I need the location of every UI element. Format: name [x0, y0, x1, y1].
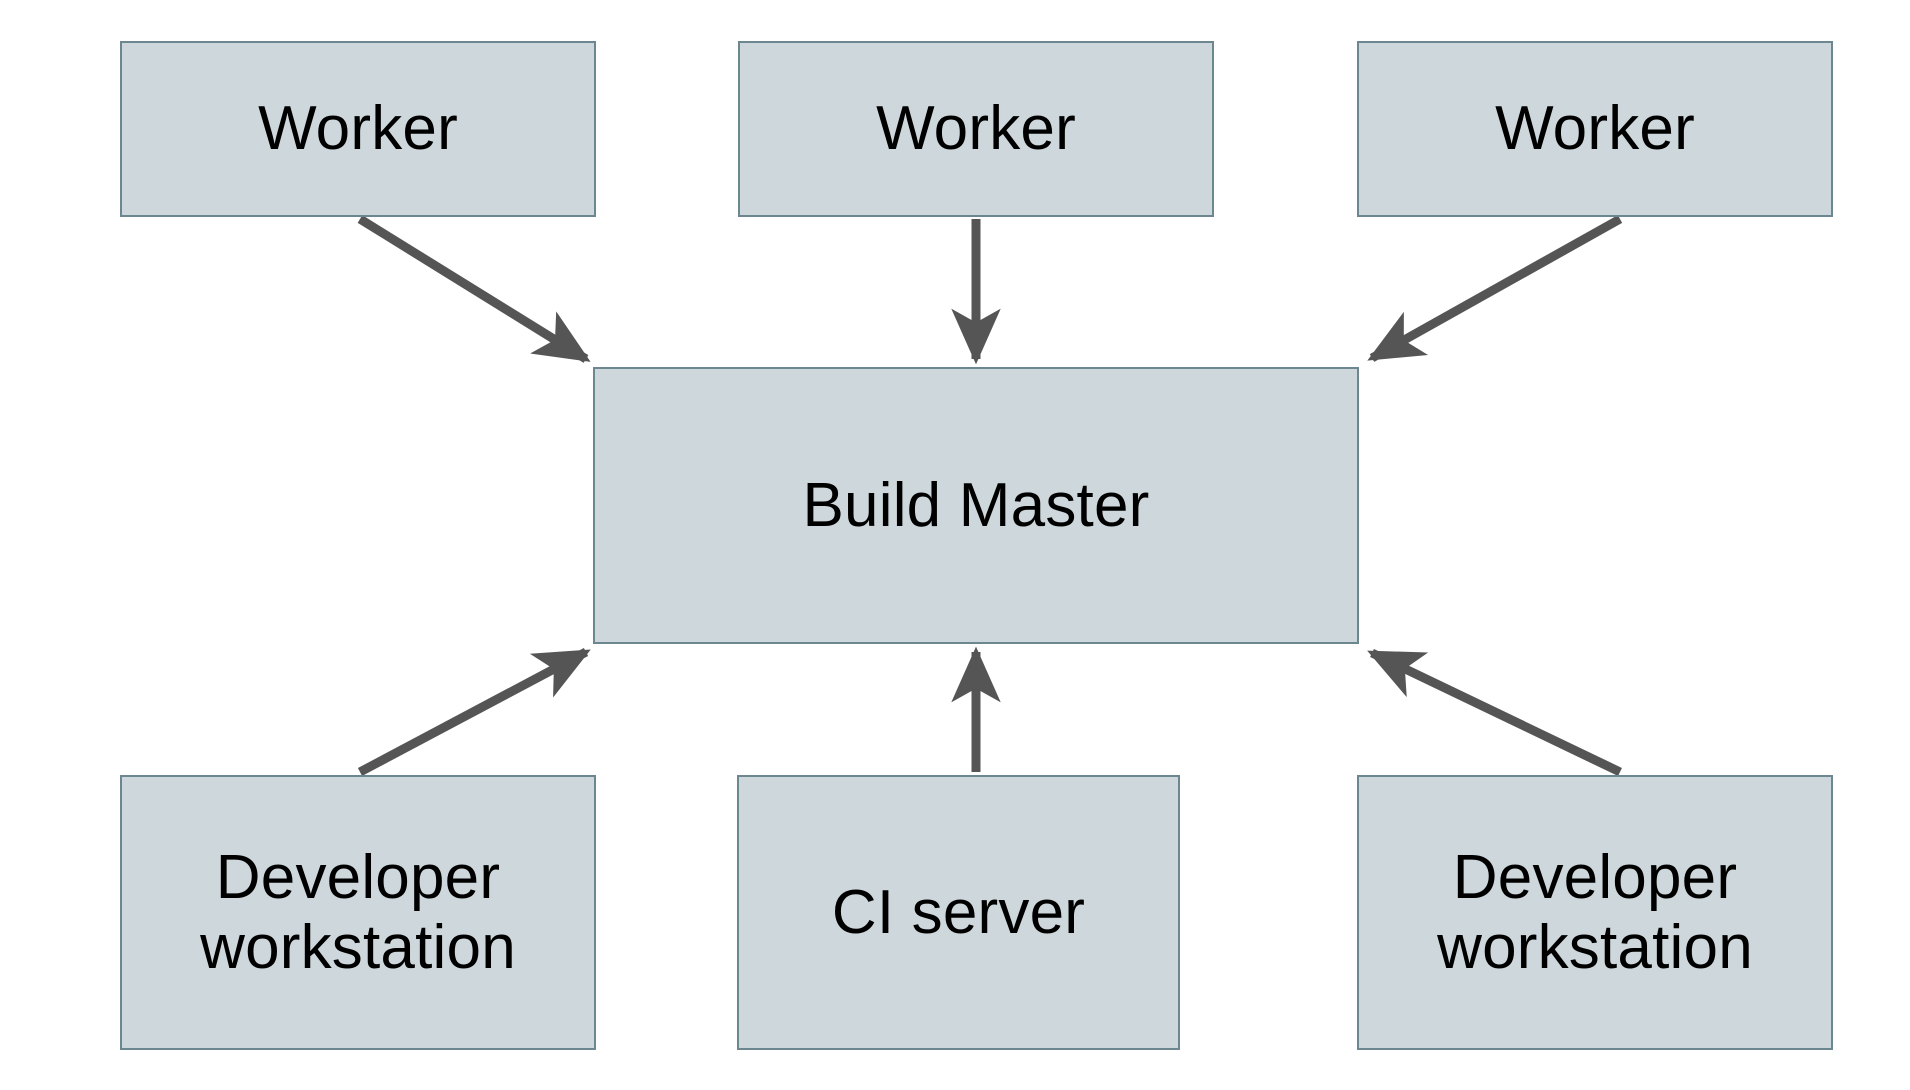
- node-worker-3-label: Worker: [1495, 94, 1695, 164]
- node-developer-workstation-left[interactable]: Developer workstation: [120, 775, 596, 1050]
- node-worker-2-label: Worker: [876, 94, 1076, 164]
- node-worker-1[interactable]: Worker: [120, 41, 596, 217]
- node-build-master[interactable]: Build Master: [593, 367, 1359, 644]
- edge-dev-workstation-right-to-build-master: [1367, 648, 1622, 777]
- node-developer-workstation-right[interactable]: Developer workstation: [1357, 775, 1833, 1050]
- edge-worker-1-to-build-master: [357, 215, 591, 363]
- node-build-master-label: Build Master: [802, 470, 1150, 540]
- node-developer-workstation-left-label: Developer workstation: [200, 843, 516, 982]
- node-worker-1-label: Worker: [258, 94, 458, 164]
- node-worker-3[interactable]: Worker: [1357, 41, 1833, 217]
- node-developer-workstation-right-label: Developer workstation: [1437, 843, 1753, 982]
- node-worker-2[interactable]: Worker: [738, 41, 1214, 217]
- edge-worker-3-to-build-master: [1367, 215, 1623, 362]
- node-ci-server[interactable]: CI server: [737, 775, 1180, 1050]
- node-ci-server-label: CI server: [831, 877, 1086, 947]
- edge-dev-workstation-left-to-build-master: [357, 648, 591, 776]
